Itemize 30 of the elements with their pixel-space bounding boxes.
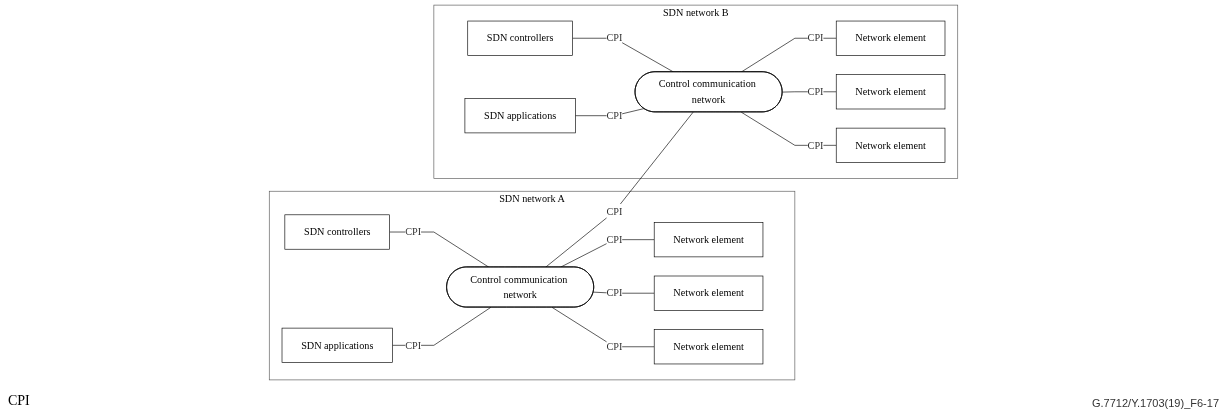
node-box: Network element (653, 222, 764, 258)
node-box: Network element (653, 275, 764, 311)
connector (551, 307, 655, 348)
edge-label: CPI (606, 287, 623, 299)
node-box: SDN controllers (467, 20, 573, 56)
connector (392, 307, 492, 346)
node-box: SDN applications (281, 327, 393, 363)
connector (575, 108, 645, 116)
edge-label: CPI (807, 139, 824, 151)
edge-label: CPI (606, 341, 623, 352)
edge-label: CPI (405, 226, 422, 238)
edge-label: CPI (606, 233, 623, 245)
edge-label: CPI (807, 32, 824, 44)
figure-caption: G.7712/Y.1703(19)_F6-17 (1092, 397, 1219, 409)
connector (740, 111, 837, 146)
node-box: SDN applications (464, 98, 576, 134)
edge-label: CPI (606, 205, 623, 217)
edge-label: CPI (807, 86, 824, 97)
node-box: Network element (835, 127, 946, 163)
edge-label: CPI (606, 32, 623, 44)
edge-label: CPI (405, 339, 422, 351)
connector (572, 37, 674, 73)
connector (593, 291, 655, 294)
node-box: Network element (835, 74, 946, 110)
node-box: Network element (835, 20, 946, 56)
connector (545, 111, 694, 268)
interface-label: CPI (8, 393, 30, 408)
node-box: SDN controllers (284, 214, 390, 250)
edge-label: CPI (606, 109, 623, 121)
node-box: Network element (653, 329, 764, 365)
